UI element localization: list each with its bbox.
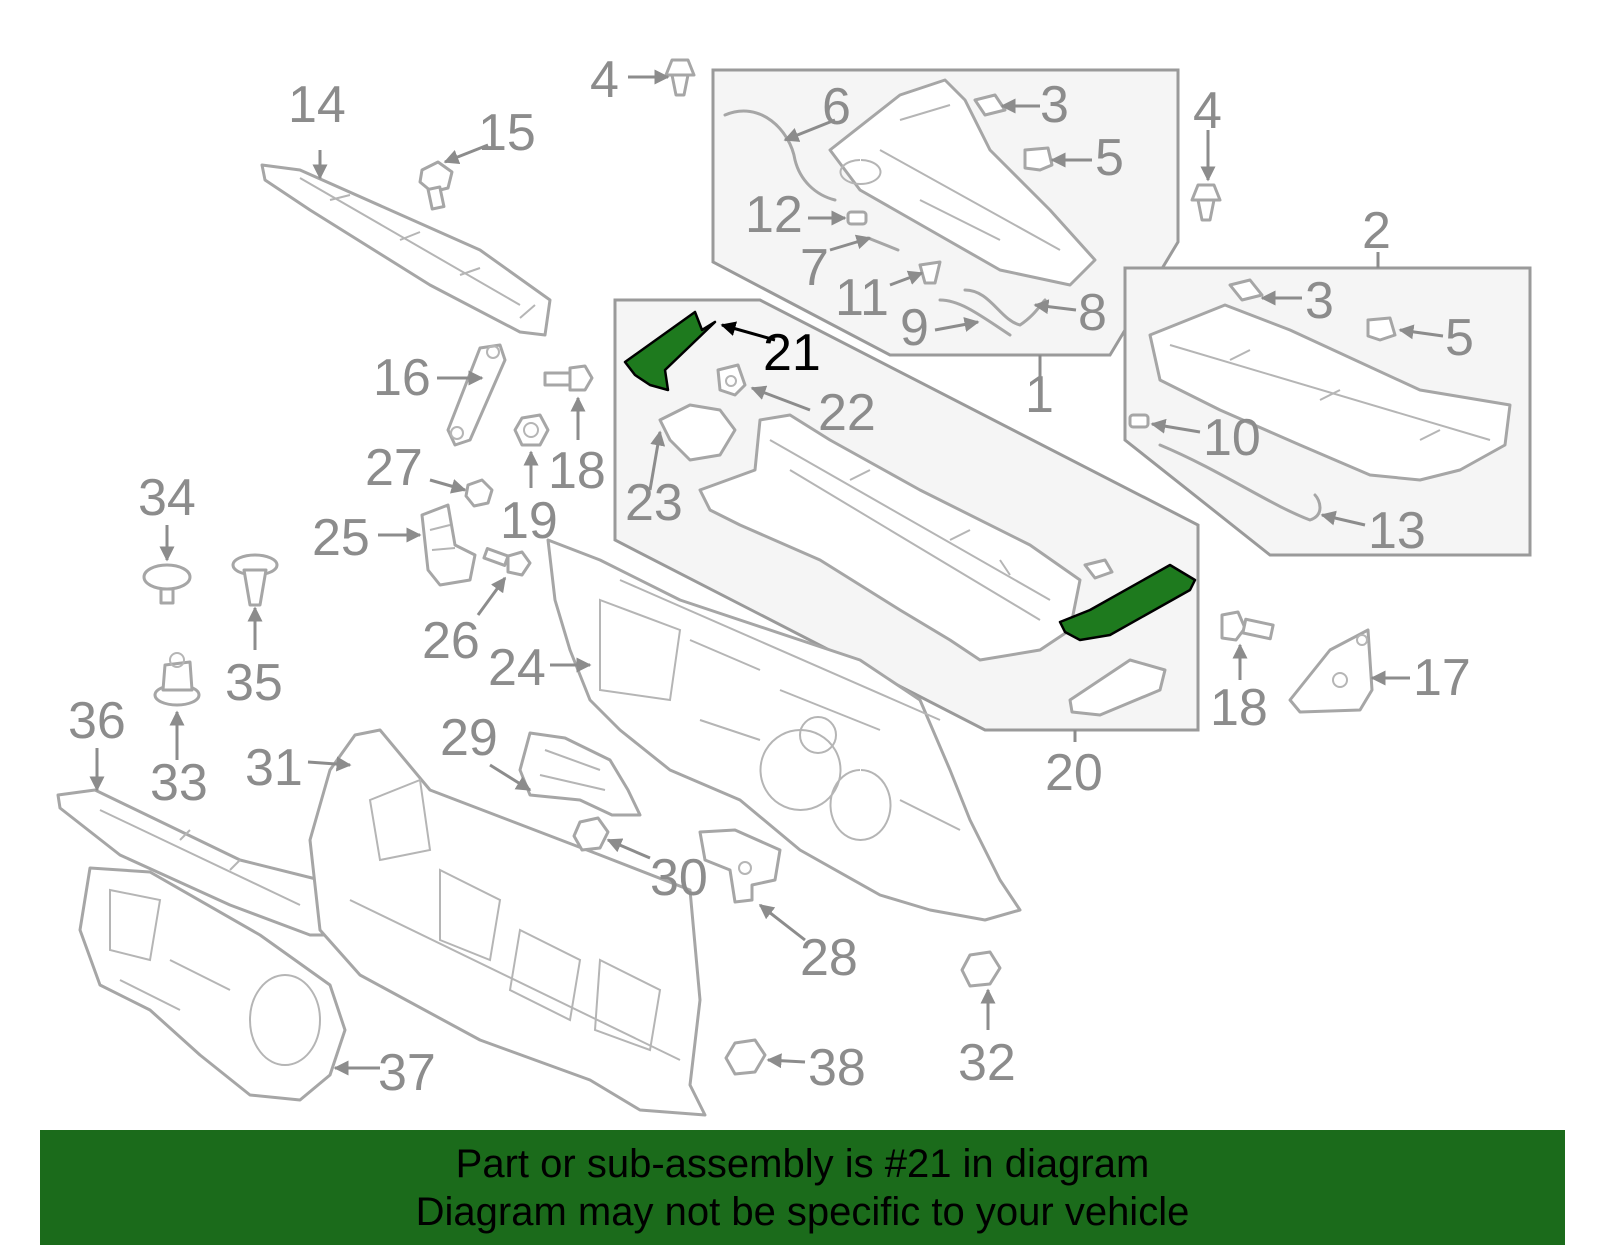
part-7-hose	[866, 236, 900, 252]
callout-3-a: 3	[1040, 76, 1069, 134]
part-17-bracket	[1288, 628, 1374, 714]
callout-4-a: 4	[590, 51, 619, 109]
part-26-bolt	[482, 547, 532, 577]
part-4-clip-b	[1190, 183, 1222, 222]
callout-3-b: 3	[1305, 272, 1334, 330]
part-33-clip	[153, 652, 201, 707]
callout-28: 28	[800, 929, 858, 987]
callout-16: 16	[373, 349, 431, 407]
callout-11: 11	[835, 269, 889, 327]
part-31-insulator	[308, 728, 707, 1117]
callout-37: 37	[378, 1044, 436, 1102]
part-34-clip	[142, 563, 192, 605]
callout-1: 1	[1025, 366, 1054, 424]
callout-26: 26	[422, 612, 480, 670]
callouts: 4 6 3 5 4 12 7 11 9 8 1 2 3 5 10 13 14 1…	[68, 51, 1474, 1102]
part-22-clip	[716, 363, 747, 397]
callout-24: 24	[488, 639, 546, 697]
part-10-nozzle	[1128, 413, 1150, 429]
part-28-bracket	[698, 828, 782, 904]
callout-38: 38	[808, 1039, 866, 1097]
callout-32: 32	[958, 1034, 1016, 1092]
part-4-clip-a	[664, 58, 696, 97]
part-18-bolt-left	[543, 364, 594, 392]
part-29-shield	[518, 731, 642, 817]
part-20-bracket-lower	[1068, 658, 1167, 717]
part-9-hose	[938, 298, 1012, 337]
part-32-nut	[960, 950, 1002, 988]
part-19-nut	[513, 413, 550, 447]
callout-34: 34	[138, 469, 196, 527]
callout-25: 25	[312, 509, 370, 567]
part-35-pin	[231, 553, 279, 607]
callout-5-a: 5	[1095, 129, 1124, 187]
callout-27: 27	[365, 439, 423, 497]
part-23-bracket	[658, 403, 737, 462]
leader-lines	[89, 69, 1444, 1076]
part-16-bracket	[446, 343, 507, 447]
part-13-hose	[1158, 443, 1322, 522]
part-15-bolt	[418, 160, 454, 211]
part-11-clip	[918, 260, 942, 285]
callout-13: 13	[1368, 502, 1426, 560]
info-banner: Part or sub-assembly is #21 in diagram D…	[40, 1130, 1565, 1245]
part-21-bracket-right	[1058, 563, 1197, 642]
callout-35: 35	[225, 654, 283, 712]
callout-12: 12	[745, 186, 803, 244]
callout-33: 33	[150, 754, 208, 812]
part-20-bracket-small	[1083, 558, 1114, 580]
callout-8: 8	[1078, 284, 1107, 342]
callout-21: 21	[763, 324, 821, 382]
callout-4-b: 4	[1193, 82, 1222, 140]
part-14-cowl-bar	[260, 163, 552, 337]
callout-17: 17	[1413, 649, 1471, 707]
callout-20: 20	[1045, 744, 1103, 802]
part-21-bracket-left	[623, 310, 717, 392]
callout-10: 10	[1203, 409, 1261, 467]
info-banner-line-2: Diagram may not be specific to your vehi…	[415, 1189, 1190, 1234]
callout-15: 15	[478, 104, 536, 162]
parts-diagram: 4 6 3 5 4 12 7 11 9 8 1 2 3 5 10 13 14 1…	[56, 51, 1532, 1117]
callout-22: 22	[818, 384, 876, 442]
callout-18-a: 18	[548, 442, 606, 500]
callout-9: 9	[900, 299, 929, 357]
part-25-bracket	[420, 503, 477, 587]
part-2-cowl-top	[1148, 303, 1512, 482]
callout-19: 19	[500, 492, 558, 550]
callout-5-b: 5	[1445, 309, 1474, 367]
callout-23: 23	[625, 474, 683, 532]
callout-18-b: 18	[1210, 679, 1268, 737]
part-38-nut	[724, 1038, 767, 1076]
part-6-hose	[723, 109, 837, 202]
callout-7: 7	[800, 239, 829, 297]
callout-2: 2	[1362, 202, 1391, 260]
callout-14: 14	[288, 76, 346, 134]
callout-6: 6	[822, 78, 851, 136]
part-5-clip-a	[1023, 146, 1054, 172]
part-27-nut	[464, 478, 494, 508]
part-24-dash-panel	[546, 538, 1022, 922]
part-30-nut	[572, 816, 610, 852]
callout-36: 36	[68, 692, 126, 750]
info-banner-line-1: Part or sub-assembly is #21 in diagram	[455, 1141, 1150, 1186]
part-18-bolt-right	[1220, 610, 1275, 642]
callout-31: 31	[245, 739, 303, 797]
part-1-cowl-top	[828, 78, 1097, 287]
part-12-nozzle	[846, 210, 868, 226]
part-5-clip-b	[1366, 316, 1397, 342]
callout-30: 30	[650, 849, 708, 907]
part-37-insulator	[78, 866, 347, 1102]
callout-29: 29	[440, 709, 498, 767]
